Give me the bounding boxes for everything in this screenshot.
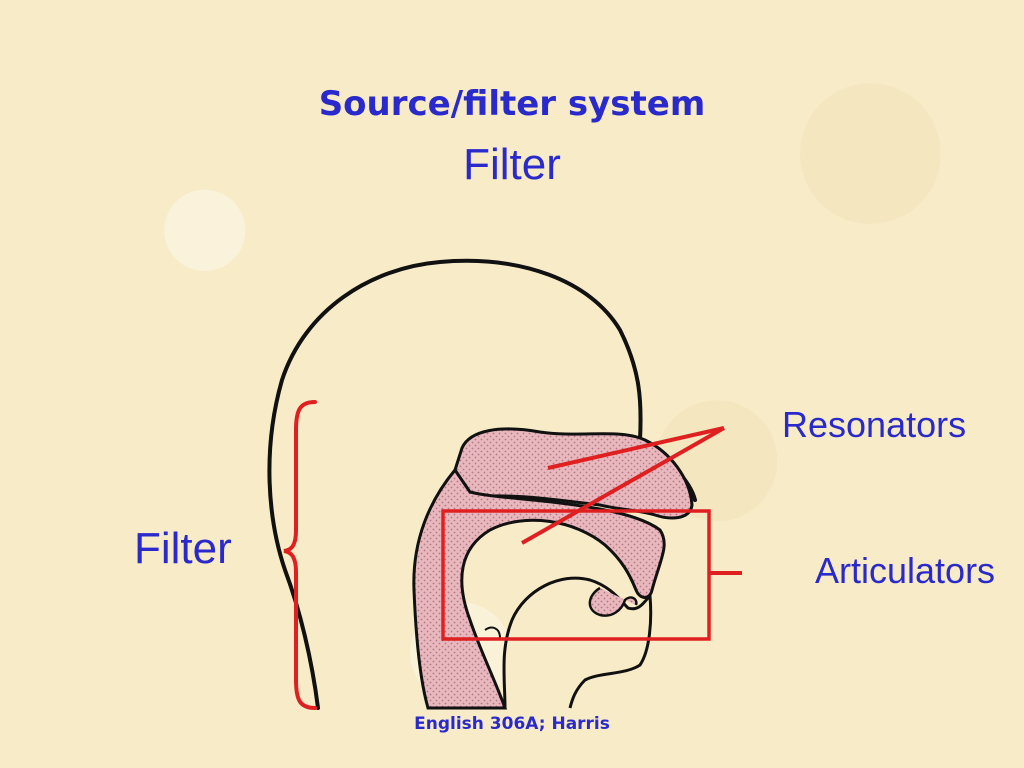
pharynx — [412, 467, 666, 710]
resonators-label: Resonators — [782, 404, 967, 445]
footer-credit: English 306A; Harris — [414, 714, 610, 734]
resonators-pointer-lower — [521, 426, 725, 545]
larynx-detail — [484, 626, 501, 639]
articulators-label: Articulators — [815, 550, 996, 591]
filter-label: Filter — [134, 524, 232, 573]
head-outline — [267, 258, 697, 710]
lips-detail — [588, 586, 638, 617]
slide-title: Source/filter system — [318, 84, 706, 124]
slide-subtitle: Filter — [463, 140, 561, 189]
filter-brace — [283, 400, 317, 710]
resonators-pointer-upper — [547, 426, 725, 470]
